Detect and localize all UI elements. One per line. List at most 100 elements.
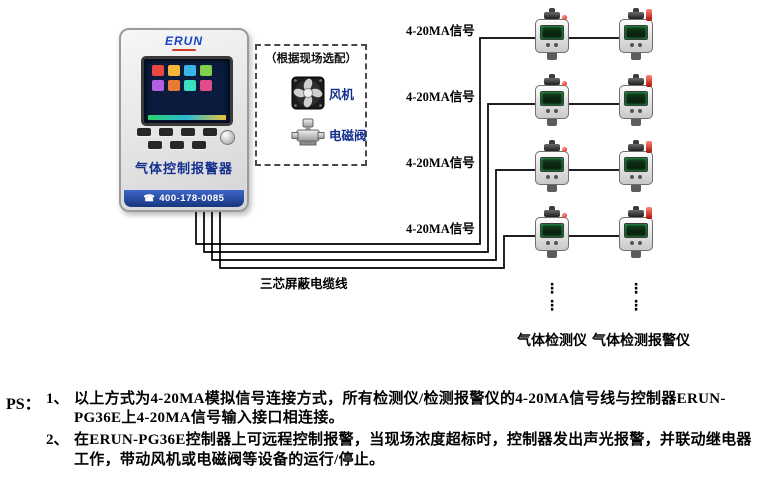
detector-button [554, 175, 558, 179]
detector-button [554, 43, 558, 47]
gas-detector-alarm-unit [616, 8, 656, 60]
detector-sensor-cap [544, 144, 560, 151]
gas-detector-alarm-unit [616, 74, 656, 126]
keypad-key [159, 128, 173, 136]
detector-body [619, 19, 653, 53]
wire-row-1 [195, 37, 636, 245]
detector-cable-gland [631, 185, 641, 192]
detector-display [624, 223, 648, 238]
screen-icon [200, 80, 212, 91]
detector-button [546, 43, 550, 47]
note-text: 在ERUN-PG36E控制器上可远程控制报警，当现场浓度超标时，控制器发出声光报… [74, 432, 752, 468]
gas-detector-alarm-unit [616, 140, 656, 192]
valve-item: 电磁阀 [291, 118, 367, 150]
detector-sensor-nub [633, 140, 639, 144]
screen-icons [144, 59, 230, 91]
detector-body [535, 217, 569, 251]
continuation-dots: ⋮⋮ [544, 281, 560, 315]
detector-display [624, 157, 648, 172]
detector-cable-gland [631, 119, 641, 126]
detector-button [638, 109, 642, 113]
detector-button [630, 175, 634, 179]
note-number: 2、 [46, 432, 69, 449]
note-text: 以上方式为4-20MA模拟信号连接方式，所有检测仪/检测报警仪的4-20MA信号… [74, 391, 726, 427]
screen-icon [168, 65, 180, 76]
screen-icon [184, 65, 196, 76]
gas-detector-unit [532, 140, 572, 192]
detector-buttons [546, 109, 558, 113]
detector-button [546, 241, 550, 245]
controller-buzzer [220, 130, 235, 145]
detector-sensor-nub [633, 74, 639, 78]
screen-icon [200, 65, 212, 76]
signal-label: 4-20MA信号 [406, 222, 475, 236]
note-list: 1、 以上方式为4-20MA模拟信号连接方式，所有检测仪/检测报警仪的4-20M… [46, 390, 757, 470]
detector-alarm-led [562, 81, 567, 86]
controller-name-label: 气体控制报警器 [134, 161, 233, 176]
detector-sensor-cap [628, 210, 644, 217]
detector-button [638, 241, 642, 245]
phone-icon: ☎ [143, 193, 156, 203]
signal-label: 4-20MA信号 [406, 156, 475, 170]
detector-buttons [546, 241, 558, 245]
screen-icon [184, 80, 196, 91]
detector-display [624, 91, 648, 106]
detector-sensor-cap [544, 78, 560, 85]
ps-prefix: PS： [6, 396, 41, 413]
note-item: 2、 在ERUN-PG36E控制器上可远程控制报警，当现场浓度超标时，控制器发出… [46, 431, 757, 469]
detector-buttons [630, 241, 642, 245]
detector-sensor-nub [549, 8, 555, 12]
detector-sensor-nub [633, 8, 639, 12]
keypad-key [148, 141, 162, 149]
brand-logo: ERUN [121, 34, 247, 51]
continuation-dots: ⋮⋮ [628, 281, 644, 315]
screen-icon [168, 80, 180, 91]
detector-alarm-led [646, 207, 652, 219]
cable-label: 三芯屏蔽电缆线 [260, 277, 348, 291]
detector-display [540, 25, 564, 40]
gas-detector-unit [532, 74, 572, 126]
detector-cable-gland [631, 53, 641, 60]
detector-button [638, 175, 642, 179]
keypad-key [181, 128, 195, 136]
detector-cable-gland [631, 251, 641, 258]
signal-label: 4-20MA信号 [406, 90, 475, 104]
detector-alarm-led [562, 213, 567, 218]
detector-alarm-led [646, 75, 652, 87]
detector-body [535, 19, 569, 53]
optional-box-title: （根据现场选配） [265, 53, 357, 65]
detector-display [540, 223, 564, 238]
hotline-number: 400-178-0085 [159, 193, 225, 204]
keypad-key [192, 141, 206, 149]
gas-detector-alarm-unit [616, 206, 656, 258]
detector-sensor-nub [633, 206, 639, 210]
detector-body [619, 217, 653, 251]
detector-buttons [630, 109, 642, 113]
wire-row-3 [211, 169, 636, 261]
detector-buttons [630, 43, 642, 47]
detector-column-caption: 气体检测仪 [517, 334, 587, 349]
signal-label: 4-20MA信号 [406, 24, 475, 38]
detector-buttons [546, 43, 558, 47]
detector-sensor-nub [549, 74, 555, 78]
detector-button [630, 241, 634, 245]
detector-sensor-nub [549, 206, 555, 210]
detector-sensor-cap [544, 210, 560, 217]
detector-buttons [546, 175, 558, 179]
controller-screen [141, 56, 233, 126]
screen-icon [152, 80, 164, 91]
detector-button [546, 175, 550, 179]
screen-icon [152, 65, 164, 76]
fan-item: 风机 [291, 76, 354, 110]
detector-alarm-led [646, 141, 652, 153]
gas-alarm-controller: ERUN 气体控制报警器 ☎ 400-178-0085 [119, 28, 249, 212]
note-item: 1、 以上方式为4-20MA模拟信号连接方式，所有检测仪/检测报警仪的4-20M… [46, 390, 757, 428]
note-number: 1、 [46, 391, 69, 407]
optional-equipment-box: （根据现场选配） 风机 [255, 44, 367, 166]
detector-display [540, 157, 564, 172]
footnotes: PS： 1、 以上方式为4-20MA模拟信号连接方式，所有检测仪/检测报警仪的4… [6, 390, 757, 470]
detector-button [630, 109, 634, 113]
keypad-key [137, 128, 151, 136]
detector-cable-gland [547, 53, 557, 60]
